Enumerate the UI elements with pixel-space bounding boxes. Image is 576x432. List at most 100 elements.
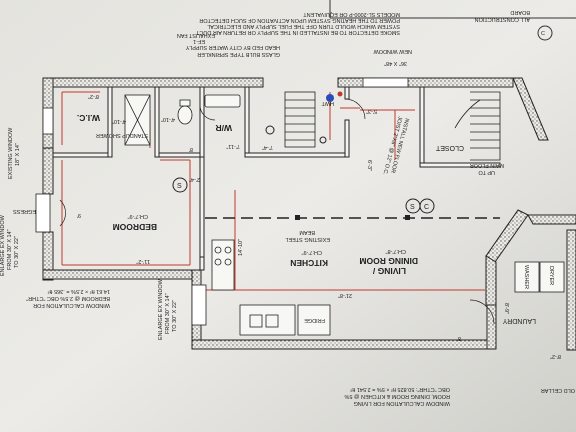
dim-8-9: 8'-9" [503, 303, 509, 314]
egress-label: EGRESS [13, 208, 36, 214]
egress-window-well [35, 193, 51, 233]
dim-6-3: 6'-3" [366, 160, 372, 171]
hwt-tank [326, 94, 334, 102]
dim-2-4: 2'-4" [189, 176, 200, 182]
room-kitchen-ceiling: CH:7'-9" [302, 249, 322, 255]
dim-4-10b: 4'-10" [161, 116, 175, 122]
stair-label-line2: MAIN FLOOR [470, 162, 504, 168]
dim-8-2: 8'-2" [88, 93, 99, 99]
fan-symbol [265, 125, 275, 135]
stair-right [454, 91, 501, 161]
existing-window-line1: EXISTING WINDOW [8, 127, 14, 179]
label-hwt: HWT [321, 100, 334, 106]
dim-5-3: 5'-3" [366, 108, 377, 114]
existing-window-opening [42, 107, 54, 135]
label-washer: WASHER [523, 265, 529, 289]
dim-8-ft: 8' [457, 335, 461, 341]
dim-11-2: 11'-2" [136, 258, 150, 264]
sink-bowl [249, 314, 263, 328]
enlarge-left-line1: ENLARGE EX WINDOW [0, 214, 6, 276]
dim-9: 9' [77, 212, 81, 218]
enlarge-bottom-line2: FROM 30" X 14" [165, 293, 171, 334]
old-cellar-note: OLD CELLAR [541, 387, 575, 393]
counter-left [211, 239, 235, 291]
room-wic: W.I.C. [77, 113, 100, 123]
calc-left-line1: WINDOW CALCULATION FOR [33, 302, 110, 308]
toilet [177, 105, 193, 125]
room-laundry: LAUNDRY [502, 317, 536, 324]
dryer [539, 261, 565, 293]
note-smoke-line3: POWER TO THE HEATING SYSTEM UPON ACTIVAT… [199, 17, 400, 23]
marker-c-top [537, 25, 553, 41]
interior-walls [52, 86, 501, 271]
calc-left-line2: BEDROOM @ 2.5% OBC "CTHR" [26, 295, 110, 301]
bottom-window-well [191, 284, 207, 326]
enlarge-left-line2: FROM 30" X 14" [7, 229, 13, 270]
dim-4-10: 4'-10" [112, 118, 126, 124]
counter-bottom [239, 304, 296, 336]
kitchen-fixtures [211, 239, 331, 336]
beam-label-line2: BEAM [299, 229, 315, 235]
enlarge-left-line3: TO 30" X 22" [14, 236, 20, 268]
note-smoke-line4: MODELS SL-2000-P OR EQUIVALENT [303, 11, 400, 17]
room-closet: CLOSET [435, 144, 464, 151]
beam-label-line1: EXISTING STEEL [285, 236, 330, 242]
fridge [297, 304, 331, 336]
label-fridge: FRIDGE [304, 317, 325, 323]
existing-window-line2: 18" X 14" [15, 143, 21, 166]
dim-14-10: 14'-10" [238, 239, 244, 256]
dim-21-8: 21'-8" [338, 292, 352, 298]
beam-post [405, 215, 410, 220]
marker-c-top-label: C [541, 31, 545, 37]
calc-bottom-line3: OBC "CTHR": 50.825 ft² × 5% = 2.541 ft² [350, 386, 450, 392]
dim-7-4: 7'-4" [262, 144, 273, 150]
room-living-ceiling: CH:7'-8" [386, 248, 406, 254]
markers: S S C [172, 177, 435, 214]
marker-s1: S [177, 183, 182, 190]
room-bedroom: BEDROOM [113, 222, 157, 232]
new-window-size: 36" X 48" [384, 60, 407, 66]
note-fan-line2: EXHAUST FAN [177, 32, 215, 38]
new-window-label: NEW WINDOW [373, 48, 412, 54]
room-standup-shower: STANDUP SHOWER [96, 132, 148, 138]
label-dryer: DRYER [548, 266, 554, 285]
sprinkler-symbol [319, 136, 327, 144]
room-living-line1: LIVING / [372, 266, 406, 276]
dim-8: 8' [189, 146, 193, 152]
calc-left-line3: 14.61 ft² × 2.5% = .365 ft² [47, 288, 110, 294]
stair-label-line1: UP TO [478, 169, 495, 175]
dimension-labels: 8'-2" 4'-10" 4'-10" 5'-3" 6'-3" 7'-11" 7… [77, 93, 561, 359]
note-sprinkler-line1: GLASS BULB TYPE SPRINKLER [197, 51, 280, 57]
note-sprinkler-line2: HEAD FED BY CITY WATER SUPPLY [186, 44, 280, 50]
room-wr: W/R [215, 123, 232, 133]
note-top-line1: ALL CONSTRUCTION [475, 16, 530, 22]
dim-7-11: 7'-11" [226, 143, 240, 149]
laundry-appliances [514, 261, 565, 293]
dim-8-2b: 8'-2" [550, 353, 561, 359]
marker-c: C [424, 204, 429, 211]
room-living-line2: DINING ROOM [359, 256, 418, 266]
marker-s2: S [410, 204, 415, 211]
door-swings [59, 98, 495, 325]
calc-bottom-line1: WINDOW CALCULATION FOR LIVING [354, 400, 450, 406]
beam-post [295, 215, 300, 220]
room-kitchen: KITCHEN [290, 258, 328, 268]
bathroom-fixtures [124, 94, 241, 146]
new-window-opening [362, 77, 409, 88]
note-smoke-line2: SYSTEM WHICH WOULD TURN OFF THE FUEL SUP… [207, 23, 400, 29]
enlarge-bottom-line1: ENLARGE EX WINDOW [158, 278, 164, 340]
enlarge-bottom-line3: TO 30" X 22" [172, 300, 178, 332]
room-bedroom-ceiling: CH:7'-9" [128, 213, 148, 219]
note-smoke-line1: SMOKE DETECTOR TO BE INSTALLED IN THE SU… [195, 29, 400, 35]
hwt-red-marker [337, 91, 343, 97]
washer [514, 261, 540, 293]
calc-bottom-line2: ROOM, DINING ROOM & KITCHEN @ 5% [344, 393, 450, 399]
sink-bowl [265, 314, 279, 328]
note-top-line2: BOARD [510, 9, 530, 15]
stair-top [284, 91, 316, 148]
sink-vanity [204, 94, 241, 108]
note-fan-line1: EF-1 [193, 38, 205, 44]
window-openings [35, 77, 409, 326]
